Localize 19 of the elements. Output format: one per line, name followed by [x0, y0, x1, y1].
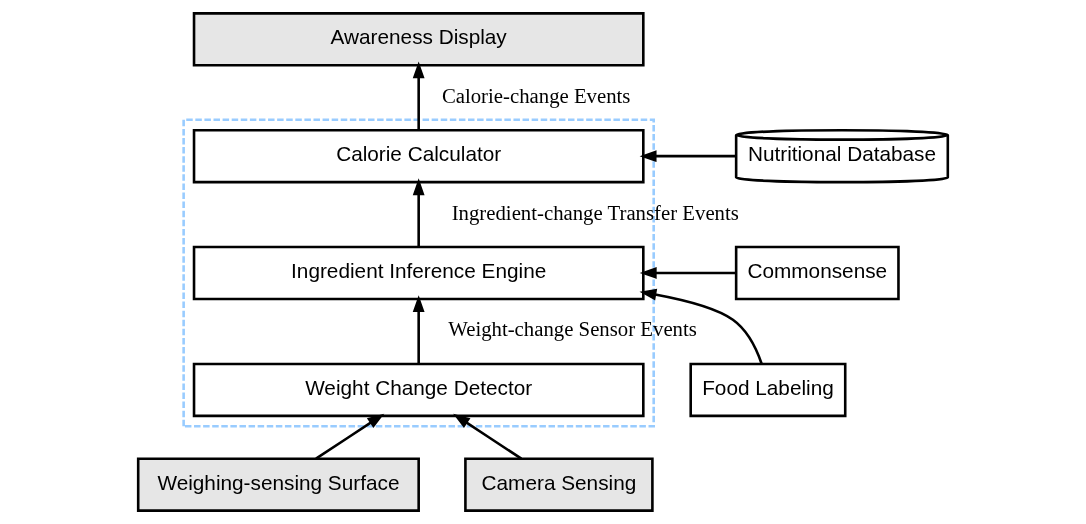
node-box: Ingredient Inference Engine: [192, 245, 645, 301]
edge-label: Weight-change Sensor Events: [448, 317, 697, 341]
node-box: Weight Change Detector: [192, 362, 645, 418]
node-box: Commonsense: [734, 245, 900, 301]
node-box: Camera Sensing: [464, 457, 654, 512]
arrow: [412, 61, 425, 131]
edge-label: Calorie-change Events: [441, 83, 631, 107]
arrow: [412, 178, 425, 247]
arrow: [639, 150, 736, 163]
edge-label: Ingredient-change Transfer Events: [451, 200, 739, 224]
arrow: [412, 295, 425, 364]
arrow: [315, 413, 385, 460]
node-box: Food Labeling: [689, 362, 847, 418]
arrow: [639, 288, 763, 365]
node-box: Weighing-sensing Surface: [136, 457, 420, 512]
node-box: Calorie Calculator: [192, 128, 645, 184]
arrow: [453, 413, 523, 460]
node-box: Awareness Display: [192, 12, 645, 67]
arrow: [639, 267, 736, 279]
